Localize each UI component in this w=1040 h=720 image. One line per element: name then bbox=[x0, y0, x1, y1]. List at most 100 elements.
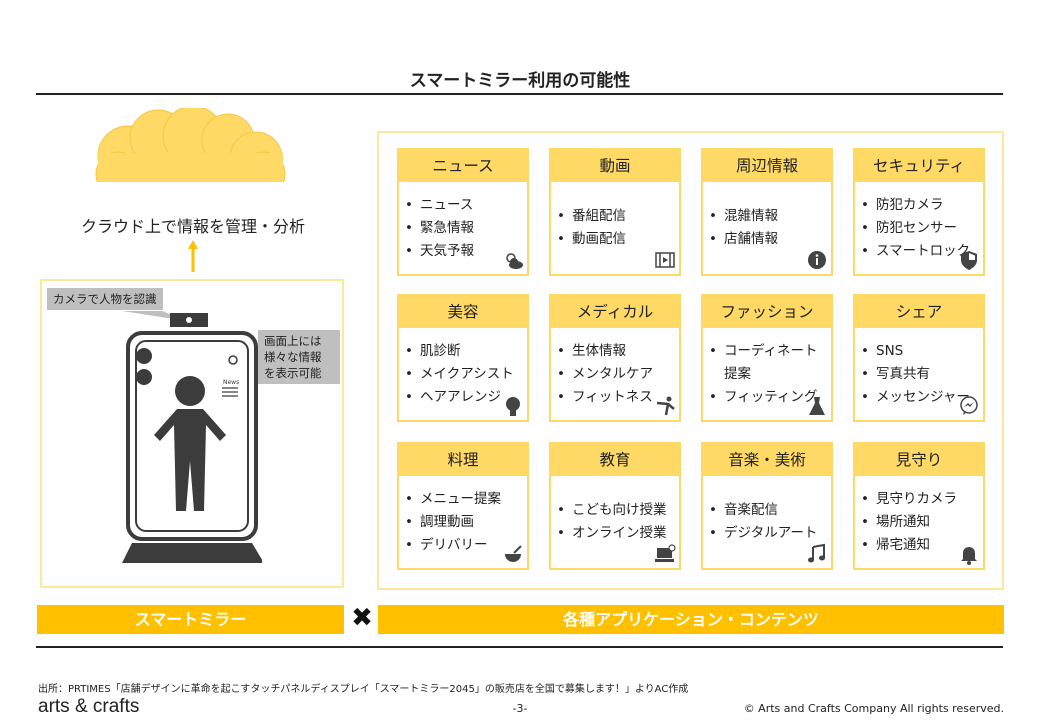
card-list: 番組配信動画配信 bbox=[551, 182, 679, 274]
card-title: セキュリティ bbox=[855, 150, 983, 182]
bell-icon bbox=[961, 547, 977, 565]
card-list: コーディネート提案フィッティング bbox=[703, 328, 831, 420]
list-item: 防犯カメラ bbox=[861, 194, 983, 217]
smart-mirror-illustration: News bbox=[122, 313, 262, 563]
list-item: ヘアアレンジ bbox=[405, 386, 527, 409]
list-item: デリバリー bbox=[405, 534, 527, 557]
list-item: SNS bbox=[861, 340, 983, 363]
page-title: スマートミラー利用の可能性 bbox=[409, 71, 631, 91]
messenger-icon bbox=[960, 396, 978, 415]
card-title: 料理 bbox=[399, 444, 527, 476]
app-card: ニュースニュース緊急情報天気予報 bbox=[397, 148, 529, 276]
card-title: 周辺情報 bbox=[703, 150, 831, 182]
screen-callout-line: を表示可能 bbox=[264, 366, 322, 380]
card-list: 防犯カメラ防犯センサースマートロック bbox=[855, 182, 983, 274]
arrow-up-icon bbox=[188, 240, 198, 272]
smart-mirror-panel: カメラで人物を認識 画面上には 様々な情報 を表示可能 News bbox=[40, 279, 344, 588]
list-item: 場所通知 bbox=[861, 511, 983, 534]
screen-callout-line: 画面上には bbox=[264, 334, 322, 348]
copyright: © Arts and Crafts Company All rights res… bbox=[743, 702, 1004, 715]
list-item: 番組配信 bbox=[557, 205, 679, 228]
applications-panel bbox=[377, 131, 1004, 590]
smart-mirror-label: スマートミラー bbox=[37, 605, 344, 634]
card-list: 見守りカメラ場所通知帰宅通知 bbox=[855, 476, 983, 568]
card-list: 音楽配信デジタルアート bbox=[703, 476, 831, 568]
list-item: オンライン授業 bbox=[557, 522, 679, 545]
list-item: 生体情報 bbox=[557, 340, 679, 363]
app-card: シェアSNS写真共有メッセンジャー bbox=[853, 294, 985, 422]
list-item: ニュース bbox=[405, 194, 527, 217]
card-list: ニュース緊急情報天気予報 bbox=[399, 182, 527, 274]
card-title: ファッション bbox=[703, 296, 831, 328]
list-item: 緊急情報 bbox=[405, 217, 527, 240]
cloud-caption: クラウド上で情報を管理・分析 bbox=[80, 217, 305, 236]
list-item: 混雑情報 bbox=[709, 205, 831, 228]
card-title: 美容 bbox=[399, 296, 527, 328]
list-item: 音楽配信 bbox=[709, 499, 831, 522]
cooking-icon bbox=[505, 545, 522, 562]
list-item: スマートロック bbox=[861, 240, 983, 263]
card-list: SNS写真共有メッセンジャー bbox=[855, 328, 983, 420]
company-logo: arts & crafts bbox=[38, 696, 140, 717]
laptop-icon bbox=[655, 544, 676, 562]
info-icon bbox=[808, 251, 826, 269]
screen-callout-line: 様々な情報 bbox=[264, 350, 322, 364]
list-item: フィットネス bbox=[557, 386, 679, 409]
hair-icon bbox=[506, 397, 520, 416]
list-item: メニュー提案 bbox=[405, 488, 527, 511]
news-label: News bbox=[223, 379, 239, 386]
list-item: メイクアシスト bbox=[405, 363, 527, 386]
weather-icon bbox=[506, 253, 523, 269]
app-card: 教育こども向け授業オンライン授業 bbox=[549, 442, 681, 570]
list-item: メンタルケア bbox=[557, 363, 679, 386]
page-number: -3- bbox=[512, 702, 528, 715]
app-card: セキュリティ防犯カメラ防犯センサースマートロック bbox=[853, 148, 985, 276]
app-card: メディカル生体情報メンタルケアフィットネス bbox=[549, 294, 681, 422]
applications-label: 各種アプリケーション・コンテンツ bbox=[378, 605, 1004, 634]
list-item: こども向け授業 bbox=[557, 499, 679, 522]
list-item: 防犯センサー bbox=[861, 217, 983, 240]
list-item: 店舗情報 bbox=[709, 228, 831, 251]
list-item: 動画配信 bbox=[557, 228, 679, 251]
title-divider bbox=[36, 93, 1003, 95]
camera-callout: カメラで人物を認識 bbox=[47, 288, 163, 310]
list-item: 写真共有 bbox=[861, 363, 983, 386]
app-card: 動画番組配信動画配信 bbox=[549, 148, 681, 276]
footer-divider bbox=[36, 646, 1003, 648]
card-list: メニュー提案調理動画デリバリー bbox=[399, 476, 527, 568]
screen-callout: 画面上には 様々な情報 を表示可能 bbox=[258, 330, 340, 384]
card-title: 動画 bbox=[551, 150, 679, 182]
app-card: 見守り見守りカメラ場所通知帰宅通知 bbox=[853, 442, 985, 570]
film-icon bbox=[655, 252, 675, 268]
music-icon bbox=[808, 543, 825, 563]
card-list: 肌診断メイクアシストヘアアレンジ bbox=[399, 328, 527, 420]
app-card: 周辺情報混雑情報店舗情報 bbox=[701, 148, 833, 276]
list-item: メッセンジャー bbox=[861, 386, 983, 409]
list-item: 肌診断 bbox=[405, 340, 527, 363]
list-item: 帰宅通知 bbox=[861, 534, 983, 557]
shield-icon bbox=[961, 251, 977, 270]
card-title: メディカル bbox=[551, 296, 679, 328]
card-list: こども向け授業オンライン授業 bbox=[551, 476, 679, 568]
card-list: 混雑情報店舗情報 bbox=[703, 182, 831, 274]
app-card: 音楽・美術音楽配信デジタルアート bbox=[701, 442, 833, 570]
callout-pointer bbox=[122, 311, 182, 319]
app-card: 料理メニュー提案調理動画デリバリー bbox=[397, 442, 529, 570]
card-title: ニュース bbox=[399, 150, 527, 182]
cloud-icon bbox=[88, 108, 288, 184]
app-card: 美容肌診断メイクアシストヘアアレンジ bbox=[397, 294, 529, 422]
card-title: 教育 bbox=[551, 444, 679, 476]
card-list: 生体情報メンタルケアフィットネス bbox=[551, 328, 679, 420]
card-title: シェア bbox=[855, 296, 983, 328]
list-item: デジタルアート bbox=[709, 522, 831, 545]
list-item: 天気予報 bbox=[405, 240, 527, 263]
yoga-icon bbox=[656, 396, 675, 416]
list-item: フィッティング bbox=[709, 386, 831, 409]
card-title: 見守り bbox=[855, 444, 983, 476]
card-title: 音楽・美術 bbox=[703, 444, 831, 476]
times-icon: ✖ bbox=[351, 603, 373, 633]
list-item: 調理動画 bbox=[405, 511, 527, 534]
app-card: ファッションコーディネート提案フィッティング bbox=[701, 294, 833, 422]
list-item: コーディネート提案 bbox=[709, 340, 831, 386]
dress-icon bbox=[809, 397, 825, 415]
